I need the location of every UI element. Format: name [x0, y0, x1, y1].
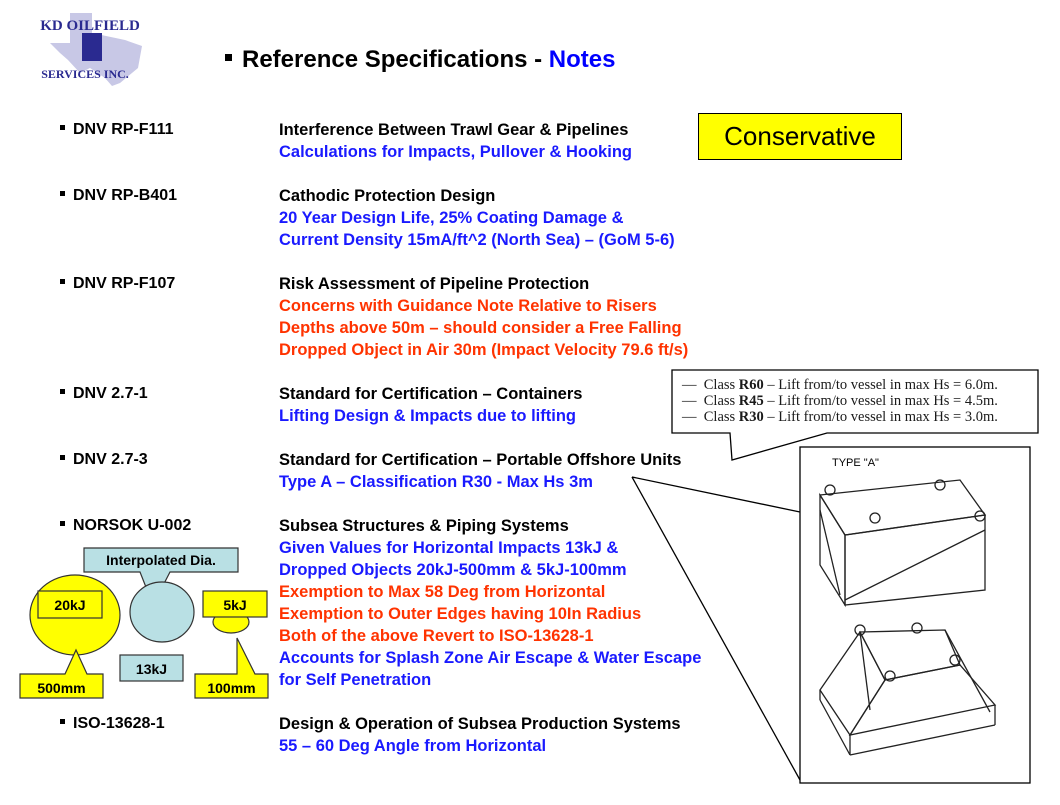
- bullet-icon: [60, 521, 65, 527]
- spec-label: DNV 2.7-1: [60, 385, 148, 403]
- diameter-500mm: 500mm: [37, 680, 86, 696]
- texas-logo-icon: KD OILFIELD SERVICES INC.: [40, 13, 142, 86]
- impact-diagram-shapes: [19, 547, 269, 699]
- spec-title: Standard for Certification – Containers: [279, 385, 583, 403]
- spec-note: Current Density 15mA/ft^2 (North Sea) – …: [279, 231, 675, 249]
- spec-label-text: DNV RP-F111: [73, 121, 174, 138]
- company-logo: KD OILFIELD SERVICES INC.: [30, 8, 150, 88]
- page-title: Reference Specifications - Notes: [225, 46, 615, 74]
- spec-note: 20 Year Design Life, 25% Coating Damage …: [279, 209, 624, 227]
- energy-13kj: 13kJ: [135, 661, 168, 677]
- spec-label-text: DNV 2.7-1: [73, 385, 148, 402]
- spec-label-text: DNV RP-F107: [73, 275, 176, 292]
- spec-note: Dropped Object in Air 30m (Impact Veloci…: [279, 341, 689, 359]
- spec-note: Concerns with Guidance Note Relative to …: [279, 297, 657, 315]
- spec-label-text: DNV 2.7-3: [73, 451, 148, 468]
- diameter-100mm: 100mm: [207, 680, 256, 696]
- spec-note: Lifting Design & Impacts due to lifting: [279, 407, 576, 425]
- spec-label: DNV RP-F107: [60, 275, 175, 293]
- spec-title: Standard for Certification – Portable Of…: [279, 451, 682, 469]
- spec-label: DNV RP-B401: [60, 187, 177, 205]
- container-drawing-top: [818, 479, 987, 608]
- spec-note: Dropped Objects 20kJ-500mm & 5kJ-100mm: [279, 561, 627, 579]
- bullet-icon: [60, 389, 65, 395]
- spec-note: Exemption to Max 58 Deg from Horizontal: [279, 583, 606, 601]
- bullet-icon: [60, 719, 65, 725]
- spec-label: DNV 2.7-3: [60, 451, 148, 469]
- spec-label-text: ISO-13628-1: [73, 715, 165, 732]
- spec-note: Both of the above Revert to ISO-13628-1: [279, 627, 594, 645]
- energy-20kj: 20kJ: [54, 597, 86, 613]
- spec-label: NORSOK U-002: [60, 517, 191, 535]
- spec-title: Interference Between Trawl Gear & Pipeli…: [279, 121, 629, 139]
- container-drawing-bottom: [819, 622, 997, 756]
- spec-note: 55 – 60 Deg Angle from Horizontal: [279, 737, 547, 755]
- interpolated-label: Interpolated Dia.: [106, 552, 216, 568]
- svg-text:SERVICES INC.: SERVICES INC.: [41, 67, 129, 81]
- spec-label: ISO-13628-1: [60, 715, 165, 733]
- bullet-icon: [60, 191, 65, 197]
- spec-title: Risk Assessment of Pipeline Protection: [279, 275, 590, 293]
- spec-label-text: NORSOK U-002: [73, 517, 192, 534]
- spec-note: Exemption to Outer Edges having 10In Rad…: [279, 605, 642, 623]
- spec-note: Given Values for Horizontal Impacts 13kJ…: [279, 539, 619, 557]
- type-a-label: TYPE "A": [832, 457, 879, 469]
- spec-label-text: DNV RP-B401: [73, 187, 178, 204]
- svg-text:KD OILFIELD: KD OILFIELD: [40, 18, 140, 34]
- class-callout: — Class R60 – Lift from/to vessel in max…: [682, 377, 998, 425]
- spec-note: Type A – Classification R30 - Max Hs 3m: [279, 473, 593, 491]
- class-line-r30: — Class R30 – Lift from/to vessel in max…: [682, 409, 998, 425]
- spec-label: DNV RP-F111: [60, 121, 173, 139]
- class-line-r45: — Class R45 – Lift from/to vessel in max…: [682, 393, 998, 409]
- spec-note: Calculations for Impacts, Pullover & Hoo…: [279, 143, 632, 161]
- conservative-badge: Conservative: [698, 113, 902, 160]
- bullet-icon: [60, 455, 65, 461]
- class-line-r60: — Class R60 – Lift from/to vessel in max…: [682, 377, 998, 393]
- bullet-icon: [60, 125, 65, 131]
- spec-note: Depths above 50m – should consider a Fre…: [279, 319, 682, 337]
- bullet-icon: [60, 279, 65, 285]
- energy-5kj: 5kJ: [223, 597, 247, 613]
- spec-note: for Self Penetration: [279, 671, 432, 689]
- spec-title: Cathodic Protection Design: [279, 187, 496, 205]
- spec-note: Accounts for Splash Zone Air Escape & Wa…: [279, 649, 702, 667]
- spec-title: Subsea Structures & Piping Systems: [279, 517, 569, 535]
- spec-title: Design & Operation of Subsea Production …: [279, 715, 681, 733]
